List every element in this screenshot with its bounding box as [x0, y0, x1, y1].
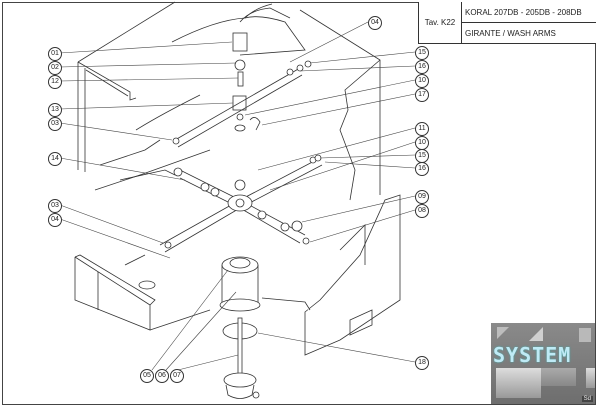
model-name: KORAL 207DB - 205DB - 208DB [462, 2, 596, 23]
upper-wash-arm [172, 60, 312, 148]
shaft-assembly [222, 317, 260, 399]
callout-14: 14 [48, 152, 62, 166]
spindle-parts [232, 32, 261, 132]
callout-05: 05 [140, 369, 154, 383]
callout-03-lower: 03 [48, 199, 62, 213]
leader-lines [59, 21, 416, 371]
sheet-label: Tav. K22 [419, 2, 462, 43]
callout-15-lower: 15 [415, 149, 429, 163]
callout-15-upper: 15 [415, 46, 429, 60]
callout-08: 08 [415, 204, 429, 218]
logo-badge: Sd [581, 396, 593, 402]
callout-03-upper: 03 [48, 117, 62, 131]
logo-shape [541, 368, 576, 386]
callout-02: 02 [48, 61, 62, 75]
cabinet-base [74, 194, 401, 356]
callout-16-lower: 16 [415, 162, 429, 176]
logo-shape [497, 327, 509, 339]
callout-04-upper: 04 [368, 16, 382, 30]
callout-10-lower: 10 [415, 136, 429, 150]
logo-shape [586, 368, 595, 388]
logo-text: SYSTEM [493, 343, 572, 367]
callout-17: 17 [415, 88, 429, 102]
drawing-frame [2, 2, 596, 405]
drawing-description: GIRANTE / WASH ARMS [465, 28, 556, 38]
callout-01: 01 [48, 47, 62, 61]
callout-13: 13 [48, 103, 62, 117]
logo-shape [579, 328, 591, 342]
callout-16-upper: 16 [415, 60, 429, 74]
callout-06: 06 [155, 369, 169, 383]
system-logo: SYSTEM Sd [491, 323, 595, 404]
pump-housing [219, 256, 311, 312]
callout-11: 11 [415, 122, 429, 136]
logo-shape [496, 368, 541, 398]
logo-shape [529, 327, 543, 341]
callout-09: 09 [415, 190, 429, 204]
lower-wash-arm [159, 154, 323, 253]
callout-04-lower: 04 [48, 213, 62, 227]
callout-18: 18 [415, 356, 429, 370]
cabinet-hood [77, 1, 381, 201]
title-block: Tav. K22 KORAL 207DB - 205DB - 208DB GIR… [418, 2, 596, 44]
supply-pipe [171, 3, 306, 56]
callout-10-upper: 10 [415, 74, 429, 88]
callout-12: 12 [48, 75, 62, 89]
callout-07: 07 [170, 369, 184, 383]
